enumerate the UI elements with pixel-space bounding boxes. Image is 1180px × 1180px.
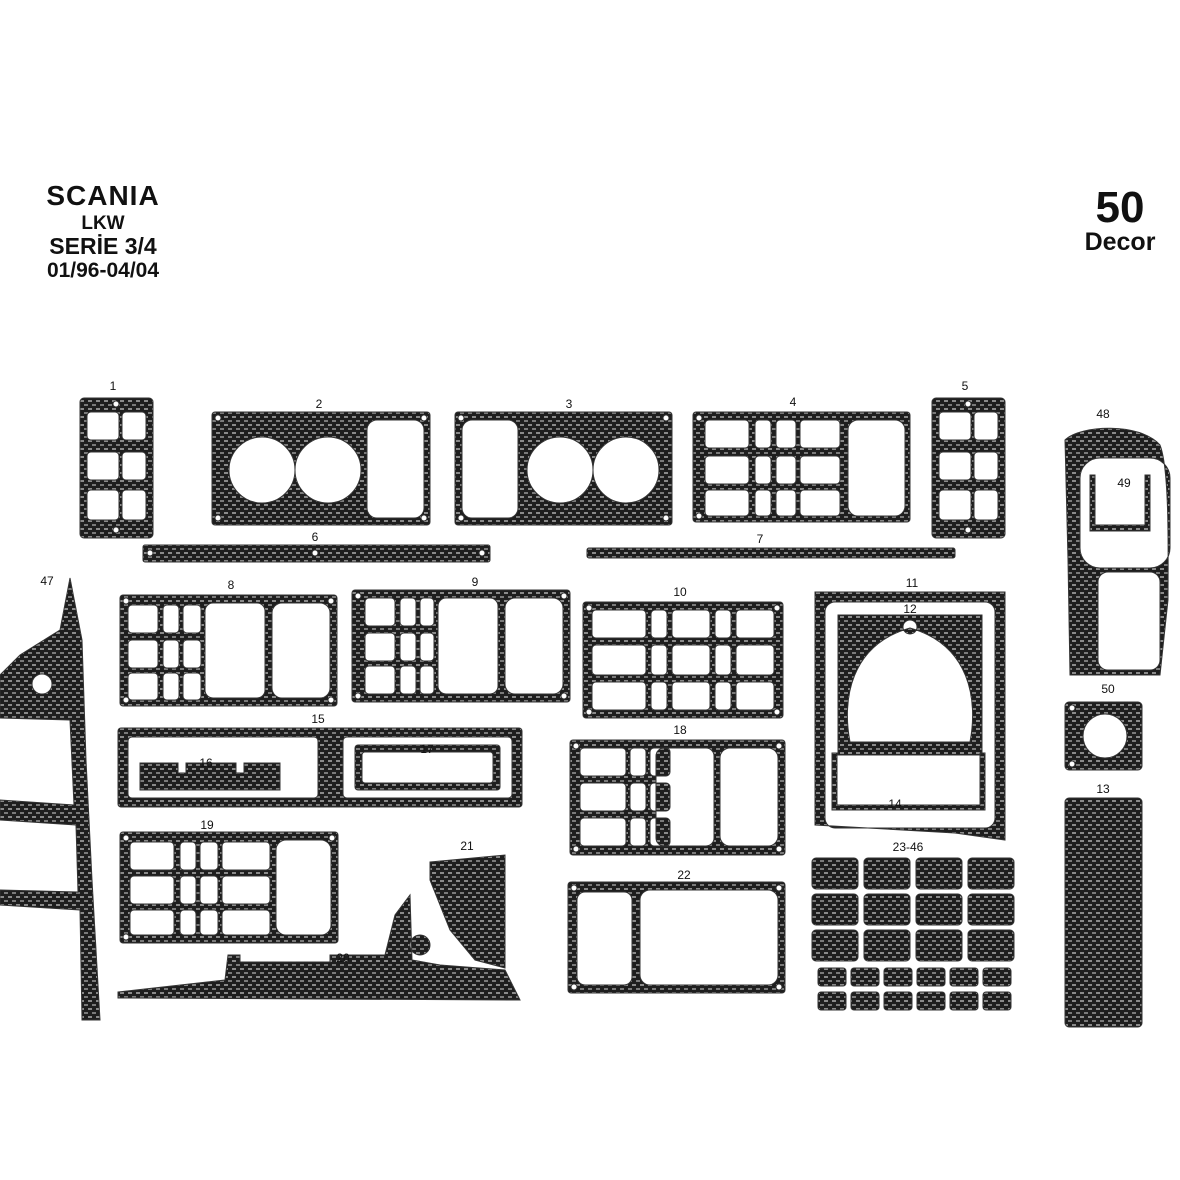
part-20-shape — [117, 893, 521, 1001]
vehicle-series: SERİE 3/4 — [49, 233, 157, 259]
part-14-shape — [831, 752, 986, 811]
part-20: 20 — [117, 893, 521, 1001]
part-7-shape — [586, 547, 956, 559]
part-48-label: 48 — [1096, 407, 1110, 421]
part-10-shape — [582, 601, 784, 719]
part-10: 10 — [582, 585, 784, 719]
part-2-shape — [211, 411, 431, 526]
part-14-label: 14 — [888, 797, 902, 811]
part-1-shape — [79, 397, 154, 539]
vehicle-info: SCANIA LKW SERİE 3/4 01/96-04/04 — [28, 180, 178, 282]
piece-count-word: Decor — [1084, 228, 1156, 256]
part-11-shape — [814, 591, 1006, 841]
part-4-shape — [692, 411, 911, 523]
part-10-label: 10 — [673, 585, 687, 599]
part-5: 5 — [931, 379, 1006, 539]
part-2: 2 — [211, 397, 431, 526]
part-14: 14 — [831, 752, 986, 811]
parts-23-46-shape — [811, 857, 1015, 1011]
part-21: 21 — [429, 839, 506, 969]
piece-count-badge: 50 Decor — [1070, 186, 1170, 255]
part-13-label: 13 — [1096, 782, 1110, 796]
part-47-label: 47 — [40, 574, 54, 588]
part-13-shape — [1064, 797, 1143, 1028]
part-8: 8 — [119, 578, 338, 707]
part-13: 13 — [1064, 782, 1143, 1028]
vehicle-years: 01/96-04/04 — [46, 259, 160, 282]
part-18-shape — [569, 739, 786, 856]
part-47: 47 — [0, 574, 101, 1021]
vehicle-make: SCANIA — [46, 180, 160, 211]
part-49-label: 49 — [1117, 476, 1131, 490]
part-20-label: 20 — [336, 951, 350, 965]
part-12-shape — [837, 614, 983, 756]
part-17-shape — [354, 744, 501, 791]
part-22-shape — [567, 881, 786, 994]
part-15-label: 15 — [311, 712, 325, 726]
part-22: 22 — [567, 868, 786, 994]
part-8-shape — [119, 594, 338, 707]
part-50: 50 — [1064, 682, 1143, 771]
part-21-label: 21 — [460, 839, 474, 853]
part-8-label: 8 — [228, 578, 235, 592]
part-5-label: 5 — [962, 379, 969, 393]
part-1: 1 — [79, 379, 154, 539]
part-3: 3 — [454, 397, 673, 526]
part-17: 17 — [354, 742, 501, 791]
part-7-label: 7 — [757, 532, 764, 546]
part-4: 4 — [692, 395, 911, 523]
part-19-label: 19 — [200, 818, 214, 832]
parts-23-46-label: 23-46 — [893, 840, 924, 854]
vehicle-type: LKW — [81, 213, 125, 234]
part-5-shape — [931, 397, 1006, 539]
part-7: 7 — [586, 532, 956, 559]
part-9-label: 9 — [472, 575, 479, 589]
part-2-label: 2 — [316, 397, 323, 411]
part-47-shape — [0, 577, 101, 1021]
part-15-shape — [117, 727, 523, 808]
part-19: 19 — [119, 818, 339, 944]
part-11: 11 — [814, 576, 1006, 841]
part-9: 9 — [351, 575, 571, 703]
part-11-label: 11 — [906, 576, 919, 590]
part-15: 15 — [117, 712, 523, 808]
part-48: 48 — [1064, 407, 1171, 676]
part-21-shape — [429, 854, 506, 969]
part-50-shape — [1064, 701, 1143, 771]
part-9-shape — [351, 589, 571, 703]
part-3-label: 3 — [566, 397, 573, 411]
part-4-label: 4 — [790, 395, 797, 409]
part-6-label: 6 — [312, 530, 319, 544]
part-16-label: 16 — [199, 756, 213, 770]
part-12-label: 12 — [903, 602, 917, 616]
part-22-label: 22 — [677, 868, 691, 882]
part-6-shape — [142, 544, 491, 563]
part-49: 49 — [1089, 474, 1151, 532]
part-19-shape — [119, 831, 339, 944]
part-1-label: 1 — [110, 379, 117, 393]
part-48-shape — [1064, 427, 1171, 676]
part-18-label: 18 — [673, 723, 687, 737]
part-50-label: 50 — [1101, 682, 1115, 696]
part-16: 16 — [139, 756, 281, 791]
piece-count: 50 — [1095, 183, 1145, 232]
part-6: 6 — [142, 530, 491, 563]
part-49-shape — [1089, 474, 1151, 532]
part-16-shape — [139, 762, 281, 791]
parts-23-46: 23-46 — [811, 840, 1015, 1011]
part-17-label: 17 — [420, 742, 434, 756]
part-18: 18 — [569, 723, 786, 856]
part-12: 12 — [837, 602, 983, 756]
part-3-shape — [454, 411, 673, 526]
